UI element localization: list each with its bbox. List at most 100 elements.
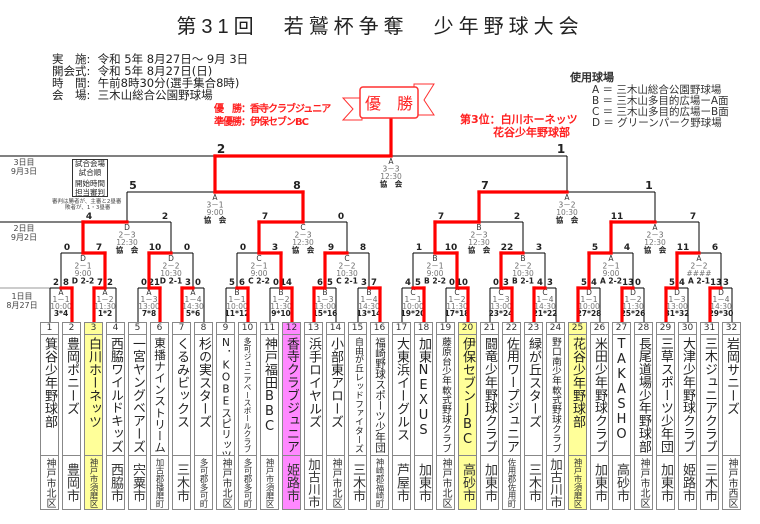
score-left: 3 — [361, 278, 367, 288]
match-label: C 2-2 — [248, 277, 270, 286]
team-name: 自由が丘レッドファイターズ — [349, 335, 366, 456]
team-number: 11 — [261, 323, 278, 335]
score-left: 0 — [273, 278, 279, 288]
team-number: 20 — [459, 323, 476, 335]
score-right: 2 — [162, 212, 168, 222]
score-left: 7 — [438, 212, 444, 222]
team-name: 三木ジュニアクラブ — [701, 335, 718, 456]
score-right: 4 — [679, 278, 685, 288]
legend-box: 試合会場 試合順 開始時間 担当審判 — [72, 159, 108, 197]
score-left: 5 — [669, 278, 675, 288]
team-city: 神戸市北区 — [330, 457, 341, 508]
score-right: 1 — [557, 142, 565, 156]
match-label: 10:00 — [578, 302, 600, 311]
match-label: 10:00 — [50, 302, 72, 311]
match-label: B 2-2 — [424, 277, 446, 286]
score-left: 0 — [64, 243, 70, 253]
team-name: N．KOBEスピリッツ — [217, 335, 234, 456]
match-label: 10:30 — [512, 269, 534, 278]
team-number: 4 — [107, 323, 124, 335]
info-dates: 実 施: 令和 5年 8月27日～ 9月 3日 — [52, 53, 248, 65]
match-label: 1－1 — [580, 295, 597, 304]
match-label: 14:30 — [710, 302, 732, 311]
match-label: A — [58, 288, 64, 297]
match-label: 1－2 — [96, 295, 113, 304]
champion-banner: 優 勝 — [341, 83, 435, 121]
score-left: 6 — [317, 278, 323, 288]
match-label: B — [322, 288, 327, 297]
team-name: くるみビックス — [173, 335, 190, 456]
match-label: D 2-1 — [160, 277, 182, 286]
day-date: 9月2日 — [10, 233, 38, 242]
match-label: 2－2 — [162, 262, 179, 271]
match-label: A 2-2 — [600, 277, 622, 286]
match-label: D 2-2 — [72, 277, 94, 286]
team-city: 三木市 — [526, 463, 541, 502]
score-right: 4 — [591, 278, 597, 288]
team-name: 加東NEXUS — [415, 335, 432, 456]
score-left: 11 — [611, 212, 624, 222]
team-name: 大津少年野球クラブ — [679, 335, 696, 456]
match-label: B — [366, 288, 371, 297]
match-label: D — [168, 254, 174, 263]
score-right: 0 — [195, 278, 201, 288]
match-label: 協 会 — [292, 245, 315, 255]
match-label: C — [344, 254, 349, 263]
team-city: 三木市 — [174, 463, 189, 502]
score-left: 10 — [149, 243, 162, 253]
umpire-note: 審判は勝者が、主審と2塁審 — [52, 199, 122, 205]
team-number: 24 — [547, 323, 564, 335]
score-left: 13 — [710, 278, 722, 288]
team-city: 宍粟市 — [130, 463, 145, 502]
team-city: 加東市 — [592, 463, 607, 502]
match-label: 9:00 — [207, 208, 224, 217]
info-value: 令和 5年 8月27日～ 9月 3日 — [97, 52, 249, 66]
match-label: 27*28 — [577, 309, 602, 318]
team-name: 岩岡サニーズ — [723, 335, 740, 456]
team-number: 15 — [349, 323, 366, 335]
score-left: 5 — [229, 278, 235, 288]
match-label: 2－2 — [514, 262, 531, 271]
match-label: 協 会 — [116, 245, 139, 255]
score-right: 10 — [456, 278, 468, 288]
team-number: 29 — [657, 323, 674, 335]
team-number: 12 — [283, 323, 300, 335]
match-label: 1－4 — [360, 295, 377, 304]
match-label: 3*4 — [54, 309, 68, 318]
match-label: B — [278, 288, 283, 297]
match-label: 17*18 — [445, 309, 470, 318]
match-label: 29*30 — [709, 309, 734, 318]
score-right: 1 — [645, 179, 653, 192]
match-label: 2－3 — [646, 231, 663, 240]
score-right: 3 — [723, 278, 729, 288]
team-number: 27 — [613, 323, 630, 335]
match-label: 10:30 — [556, 208, 578, 217]
match-label: A — [388, 157, 394, 166]
team-name: 藤原台少年軟式野球クラブ — [437, 335, 454, 456]
score-right: 5 — [415, 278, 421, 288]
info-label: 開会式: — [52, 64, 91, 78]
venue-title: 使用球場 — [570, 71, 614, 84]
team-name: 福崎野球スポーツ少年団 — [371, 335, 388, 456]
info-value: 三木山総合公園野球場 — [97, 88, 213, 102]
match-label: 9:00 — [427, 269, 444, 278]
team-name: 小部東アローズ — [327, 335, 344, 456]
team-name: 浜手ロイヤルズ — [305, 335, 322, 456]
match-label: 5*6 — [186, 309, 200, 318]
match-label: 25*26 — [621, 309, 646, 318]
team-city: 高砂市 — [460, 463, 475, 502]
